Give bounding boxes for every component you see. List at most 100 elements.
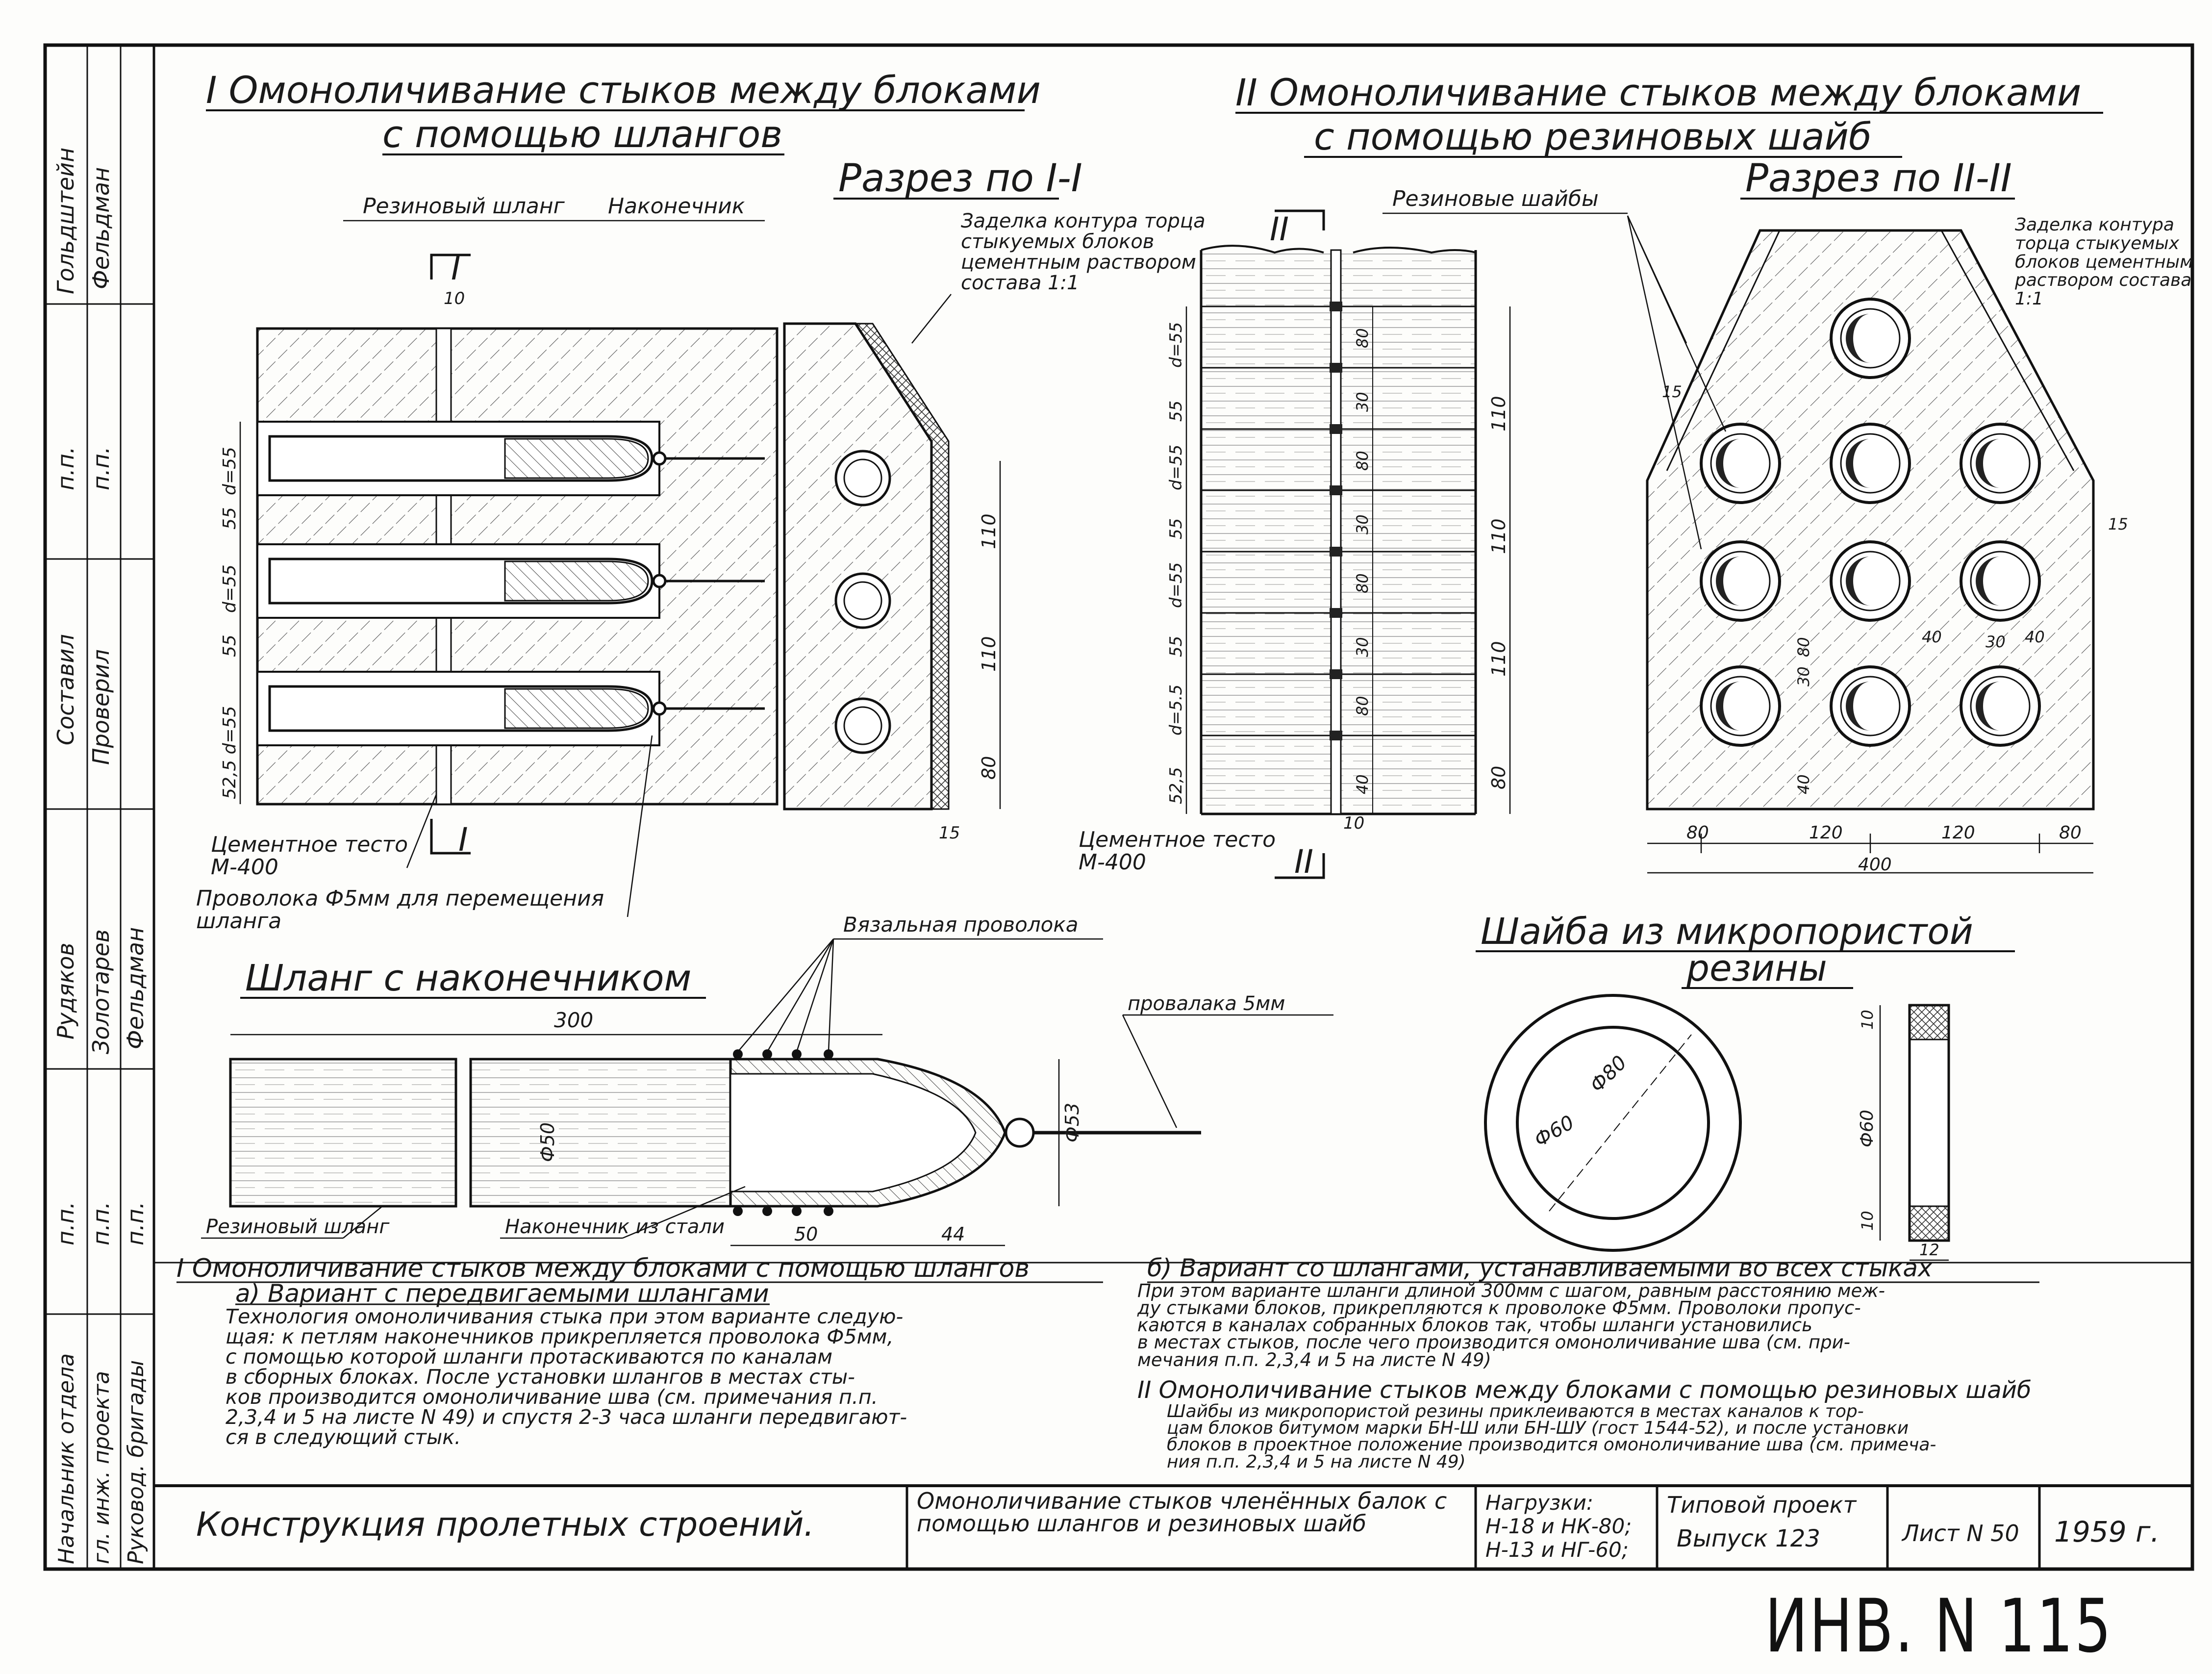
notes-right-sub: б) Вариант со шлангами, устанавливаемыми… bbox=[1147, 1254, 1933, 1282]
section1-label-hose: Резиновый шланг bbox=[363, 194, 565, 219]
hose-dim-d53: Ф53 bbox=[1061, 1103, 1083, 1142]
section1-cut-title: Разрез по I-I bbox=[838, 156, 1082, 201]
washer-title-line2: резины bbox=[1686, 947, 1827, 989]
title-block-issue: Выпуск 123 bbox=[1677, 1525, 1820, 1552]
section1-cut: 110 110 80 15 Заделка контура торца стык… bbox=[783, 211, 1206, 843]
stamp-col1-5: Начальник отдела bbox=[54, 1353, 79, 1564]
section1-dim-right-0: 110 bbox=[978, 513, 1000, 549]
title-block-frame bbox=[154, 1484, 2192, 1569]
hose-dim-d50: Ф50 bbox=[537, 1122, 558, 1162]
washer-title-line1: Шайба из микропористой bbox=[1481, 911, 1973, 953]
section2-dim-inner-6: 80 bbox=[1353, 696, 1372, 716]
section1-title-line2: с помощью шлангов bbox=[382, 112, 782, 156]
section2-label-seal: Заделка контура торца стыкуемых блоков ц… bbox=[2015, 216, 2193, 309]
hose-label-tip: Наконечник из стали bbox=[505, 1216, 725, 1238]
section1-dim-left-2: d=55 bbox=[220, 564, 240, 613]
section2-title-line2: с помощью резиновых шайб bbox=[1314, 115, 1872, 158]
notes-right-body: При этом варианте шланги длиной 300мм с … bbox=[1137, 1280, 1885, 1370]
section2-dim-left-2: d=55 bbox=[1166, 445, 1186, 490]
title-block-sheet: Лист N 50 bbox=[1902, 1520, 2019, 1547]
section2-dim-misc-1: 15 bbox=[2108, 515, 2128, 533]
section2-dim-misc-0: 15 bbox=[1662, 382, 1682, 401]
section2-dim-left-1: 55 bbox=[1166, 401, 1186, 422]
notes-left-heading: I Омоноличивание стыков между блоками с … bbox=[176, 1254, 1030, 1283]
section2-label-washers: Резиновые шайбы bbox=[1392, 186, 1599, 211]
section2-dim-left-3: 55 bbox=[1166, 518, 1186, 539]
hose-title: Шланг с наконечником bbox=[245, 957, 691, 999]
section1-dim-left-0: d=55 bbox=[220, 447, 240, 495]
section2-dim-misc-6: 30 bbox=[1986, 633, 2006, 651]
section1-dim-right-2: 80 bbox=[978, 756, 1000, 780]
title-block-loads-label: Нагрузки: bbox=[1485, 1491, 1594, 1515]
section2-dim-bottom-0: 80 bbox=[1686, 823, 1709, 843]
section2-cut-title: Разрез по II-II bbox=[1745, 156, 2012, 201]
section1-dim-left-4: 52,5 d=55 bbox=[220, 706, 240, 799]
hose-dim-300: 300 bbox=[554, 1008, 593, 1032]
section2-dim-right-2: 110 bbox=[1488, 641, 1509, 677]
section2-dim-left-0: d=55 bbox=[1166, 322, 1186, 368]
section2-dim-misc-5: 40 bbox=[1922, 628, 1942, 646]
section1-dim-left-3: 55 bbox=[220, 634, 240, 657]
section1-dim-left-1: 55 bbox=[220, 507, 240, 530]
section2-cut: Заделка контура торца стыкуемых блоков ц… bbox=[1627, 215, 2193, 875]
title-block-subject: Омоноличивание стыков членённых балок с … bbox=[917, 1488, 1447, 1537]
notes-right-body2: Шайбы из микропористой резины приклеиваю… bbox=[1167, 1401, 1936, 1472]
hose-dim-44: 44 bbox=[941, 1223, 965, 1245]
notes-right-heading2: II Омоноличивание стыков между блоками с… bbox=[1137, 1376, 2032, 1404]
section2-dim-inner-0: 80 bbox=[1353, 328, 1372, 348]
section2-dim-right-0: 110 bbox=[1488, 396, 1509, 431]
washer-dim-side-d60: Ф60 bbox=[1857, 1110, 1877, 1147]
section-1-titles: I Омоноличивание стыков между блоками с … bbox=[206, 68, 1082, 222]
hose-label-wire: провалака 5мм bbox=[1128, 992, 1285, 1015]
title-block-project: Типовой проект bbox=[1667, 1492, 1857, 1518]
section2-dim-right-3: 80 bbox=[1488, 766, 1509, 789]
section2-dim-right-1: 110 bbox=[1488, 518, 1509, 554]
section2-dim-inner-7: 40 bbox=[1353, 774, 1372, 794]
section2-dim-left-4: d=55 bbox=[1166, 562, 1186, 608]
side-stamp: Гольдштейн п.п. Составил Рудяков п.п. На… bbox=[52, 148, 149, 1564]
stamp-col1-2: Составил bbox=[52, 634, 79, 745]
section2-dim-left-7: 52,5 bbox=[1166, 767, 1186, 804]
section2-dim-inner-4: 80 bbox=[1353, 573, 1372, 593]
section1-dim-right-1: 110 bbox=[978, 636, 1000, 672]
stamp-col1-0: Гольдштейн bbox=[52, 148, 79, 294]
washer-dim-10a: 10 bbox=[1858, 1010, 1877, 1030]
section2-dim-bottom-2: 120 bbox=[1941, 823, 1975, 843]
section1-label-seal: Заделка контура торца стыкуемых блоков ц… bbox=[961, 211, 1206, 294]
section2-dim-bottom-3: 80 bbox=[2059, 823, 2082, 843]
stamp-col2-0: Фельдман bbox=[88, 167, 114, 289]
section2-dim-inner-1: 30 bbox=[1353, 392, 1372, 412]
title-block-loads-2: Н-13 и НГ-60; bbox=[1485, 1538, 1629, 1562]
section2-title-line1: II Омоноличивание стыков между блоками bbox=[1235, 71, 2081, 114]
stamp-col3-0: Фельдман bbox=[122, 927, 149, 1049]
washer-detail: Шайба из микропористой резины Ф80 Ф60 10… bbox=[1476, 911, 2015, 1261]
title-block-title: Конструкция пролетных строений. bbox=[196, 1505, 815, 1544]
title-block-loads-1: Н-18 и НК-80; bbox=[1485, 1514, 1632, 1538]
section1-title-line1: I Омоноличивание стыков между блоками bbox=[206, 68, 1041, 112]
title-block-year: 1959 г. bbox=[2054, 1515, 2160, 1548]
section2-label-cement: Цементное тесто М-400 bbox=[1079, 829, 1276, 875]
section1-label-cement: Цементное тесто М-400 bbox=[211, 834, 408, 880]
section2-plan: II II 10 d=55 55 d=55 55 d=55 55 d=5.5 5… bbox=[1166, 209, 1511, 881]
section1-mark-top: I bbox=[451, 250, 460, 287]
section2-dim-bottom-1: 120 bbox=[1809, 823, 1843, 843]
section1-dim-15: 15 bbox=[939, 823, 960, 843]
hose-label-tie: Вязальная проволока bbox=[843, 913, 1078, 937]
section2-mark-bottom: II bbox=[1294, 843, 1313, 881]
section2-dim-inner-3: 30 bbox=[1353, 514, 1372, 534]
section2-dim-10: 10 bbox=[1343, 813, 1364, 833]
section2-dim-misc-4: 40 bbox=[1794, 774, 1813, 794]
section2-dim-misc-2: 80 bbox=[1794, 637, 1813, 657]
section2-dim-total: 400 bbox=[1858, 855, 1892, 875]
stamp-col2-3: Золотарев bbox=[88, 929, 114, 1054]
section2-dim-inner-2: 80 bbox=[1353, 451, 1372, 471]
section2-dim-left-5: 55 bbox=[1166, 636, 1186, 657]
notes-left-sub: а) Вариант с передвигаемыми шлангами bbox=[235, 1279, 769, 1308]
stamp-col3-1: п.п. bbox=[122, 1202, 149, 1245]
stamp-col2-5: гл. инж. проекта bbox=[89, 1371, 114, 1564]
sheet-frame bbox=[43, 43, 2194, 1571]
inventory-number: ИНВ. N 115 | 1-64 bbox=[1765, 1584, 2113, 1674]
section-2-titles: II Омоноличивание стыков между блоками с… bbox=[1235, 71, 2103, 214]
